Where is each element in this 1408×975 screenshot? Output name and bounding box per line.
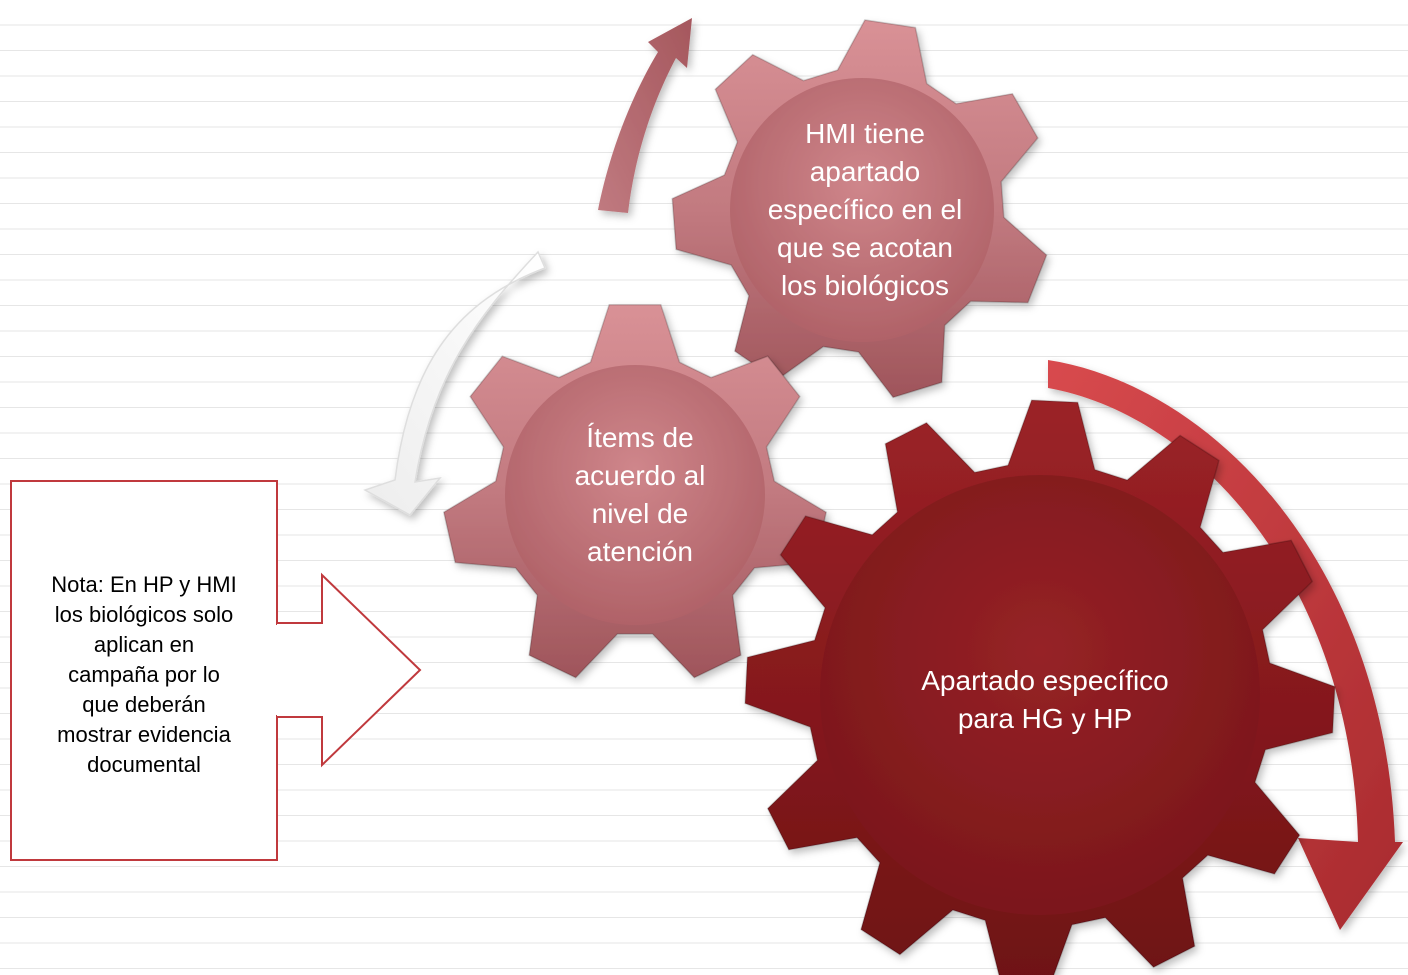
gear-bottom bbox=[744, 399, 1336, 975]
cycle-arrow-top bbox=[598, 18, 692, 213]
note-box bbox=[10, 480, 278, 861]
cycle-arrow-left bbox=[363, 250, 547, 516]
gear-middle bbox=[442, 303, 828, 679]
cycle-arrow-right bbox=[1048, 360, 1403, 930]
note-text: Nota: En HP y HMI los biológicos solo ap… bbox=[51, 572, 237, 777]
gear-top bbox=[671, 19, 1048, 399]
gear-top-center bbox=[730, 78, 994, 342]
note-arrow bbox=[277, 572, 422, 768]
gear-bottom-label: Apartado específico para HG y HP bbox=[921, 665, 1169, 734]
gear-top-label: HMI tiene apartado específico en el que … bbox=[767, 118, 963, 301]
gear-middle-center bbox=[505, 365, 765, 625]
gear-bottom-center bbox=[820, 475, 1260, 915]
gear-middle-label: Ítems de acuerdo al nivel de atención bbox=[574, 422, 706, 567]
